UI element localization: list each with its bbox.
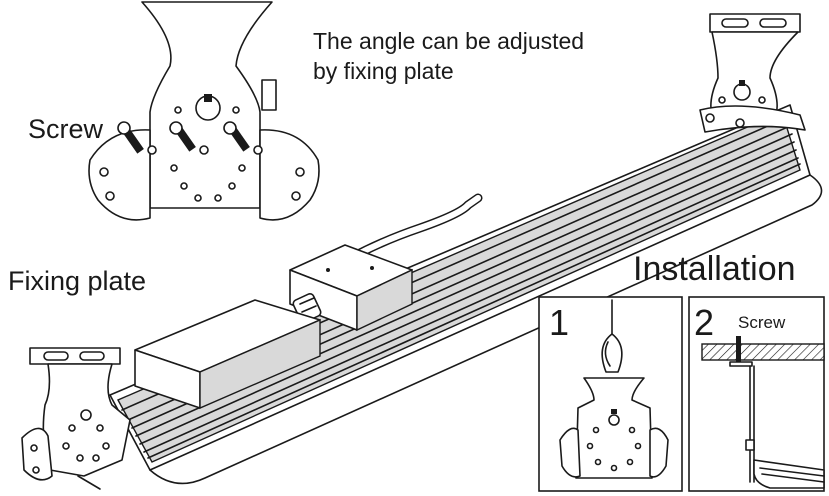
screw-label: Screw bbox=[28, 114, 104, 144]
angle-adjust-note-line2: by fixing plate bbox=[313, 58, 454, 84]
driver-box bbox=[134, 299, 321, 410]
junction-box bbox=[289, 244, 413, 332]
screw-icon bbox=[117, 121, 263, 155]
step2-number: 2 bbox=[694, 302, 715, 343]
angle-adjust-detail bbox=[88, 1, 320, 221]
angle-adjust-note-line1: The angle can be adjusted bbox=[313, 28, 585, 54]
right-mount-bracket bbox=[699, 13, 806, 133]
fixing-plate-label: Fixing plate bbox=[8, 266, 147, 296]
installation-step1-panel bbox=[538, 296, 683, 492]
step2-screw-label: Screw bbox=[738, 313, 786, 332]
installation-title: Installation bbox=[633, 250, 796, 288]
left-fixing-plate bbox=[21, 347, 131, 490]
installation-step2-panel bbox=[688, 296, 825, 492]
step1-number: 1 bbox=[549, 302, 570, 343]
